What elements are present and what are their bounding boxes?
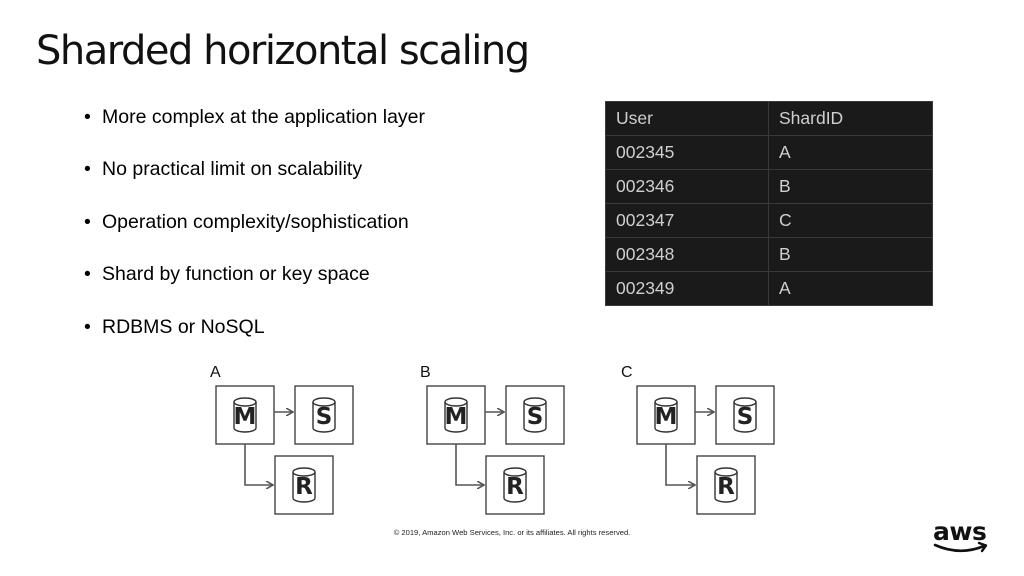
standby-db-label: S — [527, 404, 544, 430]
replication-arrow — [455, 444, 483, 485]
cell-user: 002349 — [605, 271, 769, 306]
master-db-label: M — [234, 404, 257, 430]
shard-label: C — [621, 364, 633, 381]
replica-db-icon: R — [485, 455, 545, 515]
cell-shardid: A — [768, 271, 933, 306]
replica-db-icon: R — [274, 455, 334, 515]
shard-group-b: B M S R — [420, 364, 565, 515]
bullet-item: Shard by function or key space — [84, 261, 425, 313]
master-db-icon: M — [636, 385, 696, 445]
replication-arrow — [665, 444, 694, 485]
shard-group-c: C M S R — [621, 364, 775, 515]
replica-db-label: R — [295, 474, 313, 500]
cell-shardid: B — [768, 169, 933, 204]
standby-db-icon: S — [505, 385, 565, 445]
replica-db-icon: R — [696, 455, 756, 515]
replica-db-label: R — [506, 474, 524, 500]
aws-smile-icon — [933, 541, 988, 553]
table-row: 002346 B — [605, 169, 933, 204]
shard-mapping-table: User ShardID 002345 A 002346 B 002347 C … — [605, 101, 933, 306]
master-db-label: M — [445, 404, 468, 430]
master-db-label: M — [655, 404, 678, 430]
standby-db-icon: S — [294, 385, 354, 445]
cell-user: 002348 — [605, 237, 769, 272]
master-db-icon: M — [215, 385, 275, 445]
bullet-item: More complex at the application layer — [84, 104, 425, 156]
slide-title: Sharded horizontal scaling — [36, 28, 530, 74]
shard-group-a: A M S R — [210, 364, 354, 515]
aws-logo-text: aws — [933, 517, 986, 546]
standby-db-label: S — [316, 404, 333, 430]
bullet-item: Operation complexity/sophistication — [84, 209, 425, 261]
copyright-notice: © 2019, Amazon Web Services, Inc. or its… — [393, 528, 631, 537]
standby-db-label: S — [737, 404, 754, 430]
bullet-item: No practical limit on scalability — [84, 156, 425, 208]
bullet-list: More complex at the application layer No… — [84, 104, 425, 366]
shard-label: B — [420, 364, 431, 381]
column-header-user: User — [605, 101, 769, 136]
table-row: 002349 A — [605, 271, 933, 306]
standby-db-icon: S — [715, 385, 775, 445]
replication-arrow — [244, 444, 272, 485]
cell-user: 002347 — [605, 203, 769, 238]
replica-db-label: R — [717, 474, 735, 500]
cell-shardid: A — [768, 135, 933, 170]
bullet-item: RDBMS or NoSQL — [84, 314, 425, 366]
aws-logo: aws — [933, 517, 988, 553]
master-db-icon: M — [426, 385, 486, 445]
shard-label: A — [210, 364, 221, 381]
